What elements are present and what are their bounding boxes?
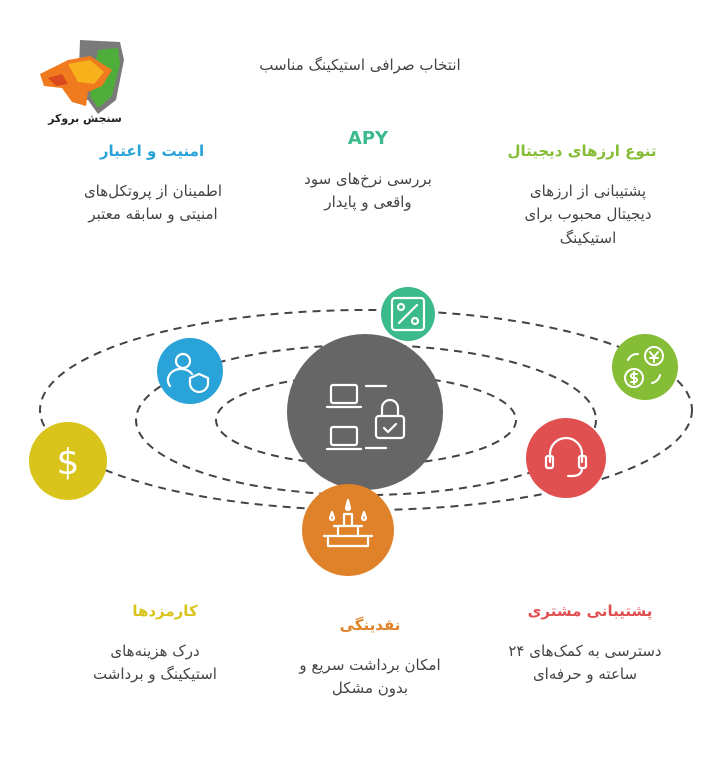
percent-icon (390, 296, 426, 332)
fountain-icon (322, 498, 374, 548)
diversity-description: پشتیبانی از ارزهای دیجیتال محبوب برای اس… (478, 180, 698, 250)
support-line-2: ساعته و حرفه‌ای (532, 665, 638, 684)
support-heading: پشتیبانی مشتری (527, 602, 653, 620)
apy-description: بررسی نرخ‌های سود واقعی و پایدار (258, 168, 478, 215)
liquidity-line-2: بدون مشکل (331, 679, 409, 698)
support-line-1: دسترسی به کمک‌های ۲۴ (508, 642, 662, 660)
user-shield-icon (166, 352, 210, 394)
dollar-icon: $ (57, 442, 80, 483)
apy-line-1: بررسی نرخ‌های سود (304, 170, 432, 188)
center-circle (287, 334, 443, 490)
security-description: اطمینان از پروتکل‌های امنیتی و سابقه معت… (38, 180, 268, 227)
headset-icon (544, 436, 588, 478)
fees-heading: کارمزدها (132, 602, 198, 620)
fees-line-2: استیکینگ و برداشت (93, 665, 217, 684)
liquidity-heading: نقدینگی (339, 616, 401, 634)
diversity-circle (612, 334, 678, 400)
diversity-line-3: استیکینگ (559, 228, 617, 247)
apy-heading: APY (347, 128, 389, 149)
liquidity-description: امکان برداشت سریع و بدون مشکل (250, 654, 490, 701)
logo-text: سنجش بروکر (48, 112, 122, 125)
bull-logo-icon (40, 40, 124, 114)
apy-line-2: واقعی و پایدار (324, 193, 412, 212)
outer-orbit (39, 309, 693, 511)
currency-exchange-icon (624, 346, 664, 388)
page-title: انتخاب صرافی استیکینگ مناسب (259, 56, 461, 74)
laptops-lock-icon (325, 383, 406, 451)
security-heading: امنیت و اعتبار (99, 142, 205, 160)
brand-logo (28, 30, 138, 135)
security-line-1: اطمینان از پروتکل‌های (83, 182, 223, 200)
security-line-2: امنیتی و سابقه معتبر (88, 205, 218, 224)
fees-circle (29, 422, 107, 500)
diversity-line-2: دیجیتال محبوب برای (524, 205, 652, 224)
diversity-heading: تنوع ارزهای دیجیتال (507, 142, 657, 160)
fees-line-1: درک هزینه‌های (110, 642, 200, 660)
support-circle (526, 418, 606, 498)
fees-description: درک هزینه‌های استیکینگ و برداشت (40, 640, 270, 687)
support-description: دسترسی به کمک‌های ۲۴ ساعته و حرفه‌ای (470, 640, 700, 687)
liquidity-circle (302, 484, 394, 576)
liquidity-line-1: امکان برداشت سریع و (299, 656, 441, 674)
diversity-line-1: پشتیبانی از ارزهای (529, 182, 647, 200)
